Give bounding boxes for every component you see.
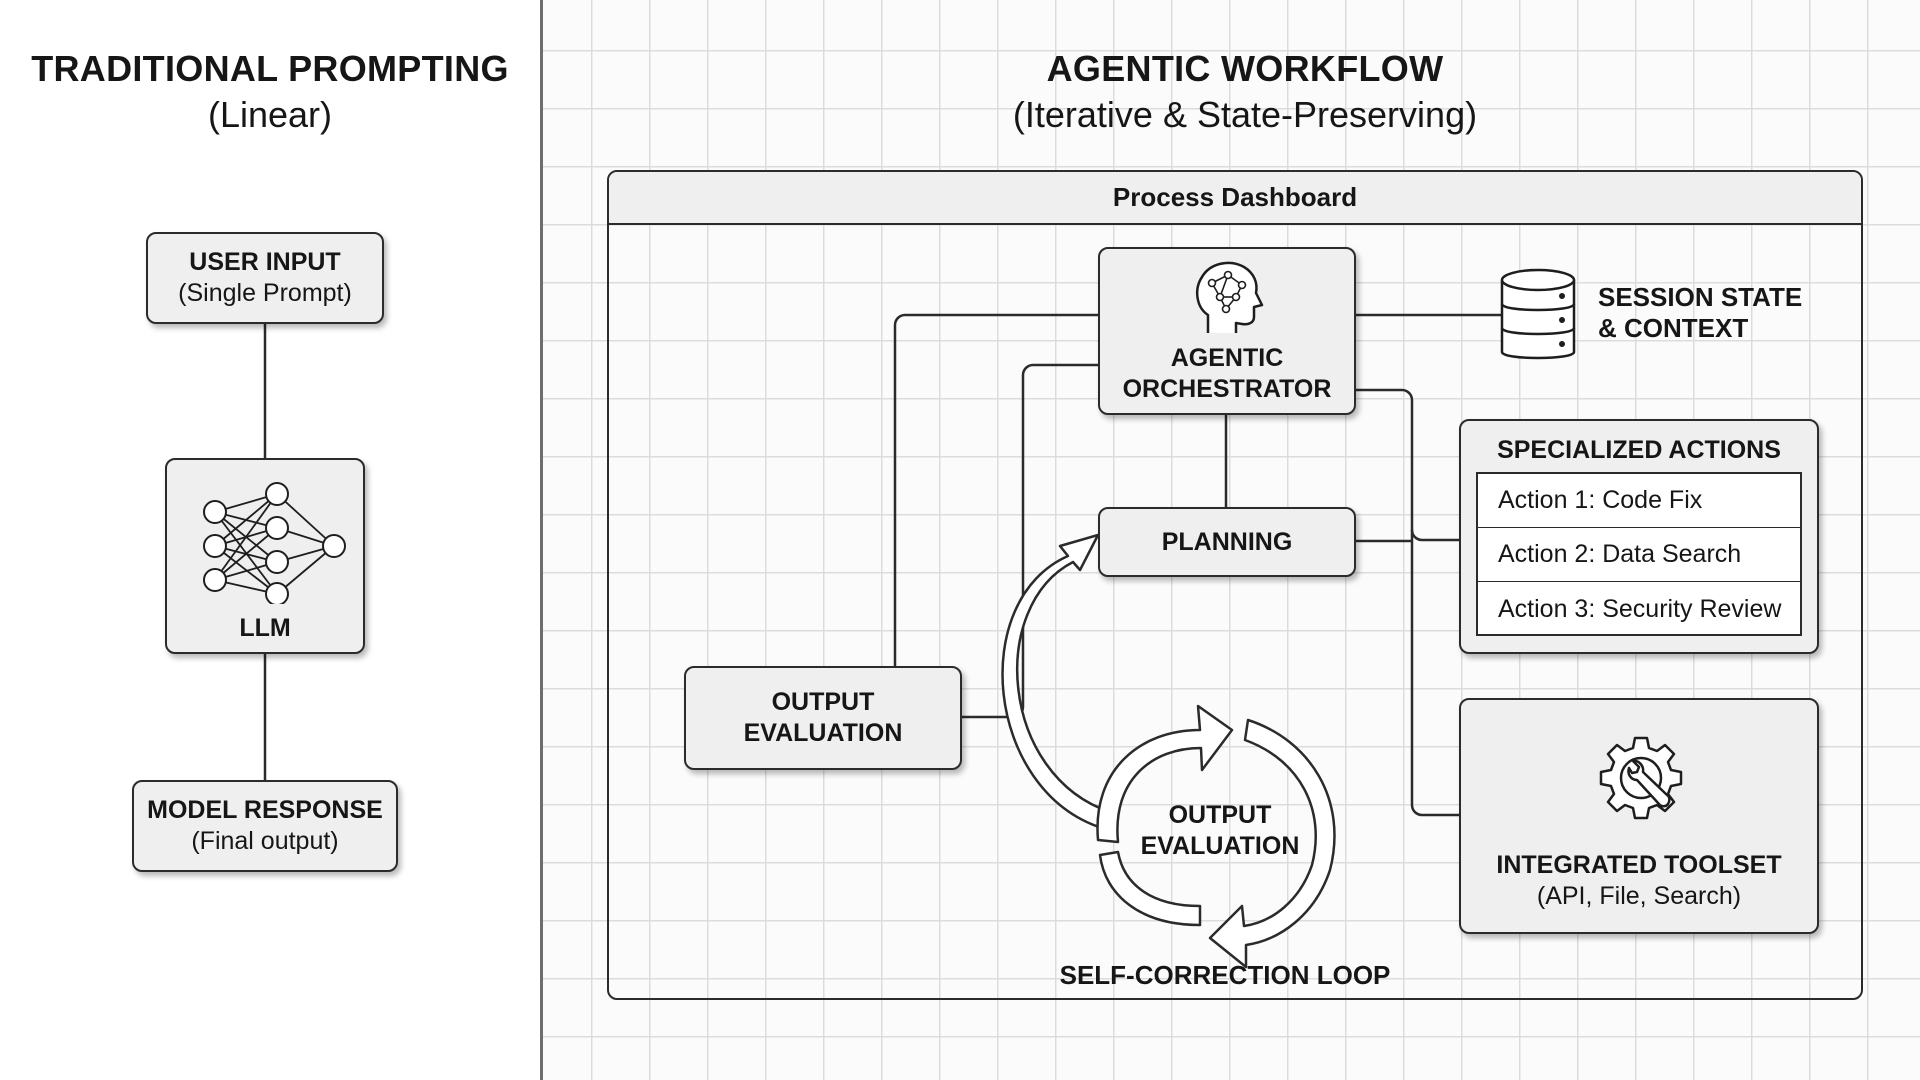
loop-arrow-upper <box>1096 704 1234 844</box>
llm-box: LLM <box>165 458 365 654</box>
traditional-title: TRADITIONAL PROMPTING <box>31 48 509 89</box>
llm-label: LLM <box>239 614 291 642</box>
user-input-title: USER INPUT <box>189 248 341 276</box>
panel-divider <box>540 0 543 1080</box>
traditional-subtitle: (Linear) <box>207 94 333 135</box>
dashboard-header: Process Dashboard <box>609 172 1861 225</box>
session-state-label: SESSION STATE & CONTEXT <box>1598 282 1802 344</box>
session-line2: & CONTEXT <box>1598 313 1749 343</box>
brain-head-icon <box>1195 261 1264 333</box>
orchestrator-line1: AGENTIC <box>1170 344 1284 372</box>
orchestrator-line2: ORCHESTRATOR <box>1122 375 1332 403</box>
gear-wrench-icon <box>1599 736 1683 820</box>
self-correction-caption: SELF-CORRECTION LOOP <box>1059 960 1391 990</box>
neural-network-icon <box>203 482 346 604</box>
connector-orchestrator-output <box>893 313 1100 668</box>
loop-center-label: OUTPUT EVALUATION <box>1120 800 1320 862</box>
toolset-title: INTEGRATED TOOLSET <box>1496 851 1782 879</box>
output-eval-line1: OUTPUT <box>771 688 875 716</box>
integrated-toolset-box: INTEGRATED TOOLSET (API, File, Search) <box>1459 698 1819 934</box>
specialized-actions-title: SPECIALIZED ACTIONS <box>1497 436 1781 464</box>
user-input-box: USER INPUT (Single Prompt) <box>146 232 384 324</box>
connector-orchestrator-actions <box>1410 529 1460 542</box>
connector-orchestrator-tools <box>1354 388 1460 817</box>
loop-line2: EVALUATION <box>1140 832 1300 860</box>
loop-arrow-lower <box>1098 850 1202 927</box>
action-item-data-search: Action 2: Data Search <box>1478 528 1800 582</box>
loop-line1: OUTPUT <box>1168 801 1272 829</box>
process-dashboard: Process Dashboard <box>607 170 1863 1000</box>
model-response-subtitle: (Final output) <box>191 827 339 855</box>
toolset-subtitle: (API, File, Search) <box>1536 882 1742 910</box>
self-correction-loop-arrows <box>1096 704 1336 969</box>
planning-box: PLANNING <box>1098 507 1356 577</box>
session-line1: SESSION STATE <box>1598 282 1803 312</box>
output-eval-line2: EVALUATION <box>743 719 903 747</box>
action-item-security-review: Action 3: Security Review <box>1498 594 1782 623</box>
actions-list: Action 1: Code Fix Action 2: Data Search… <box>1476 472 1802 636</box>
agentic-title: AGENTIC WORKFLOW <box>1046 48 1444 89</box>
user-input-subtitle: (Single Prompt) <box>178 279 352 307</box>
database-icon <box>1500 268 1576 360</box>
agentic-subtitle: (Iterative & State-Preserving) <box>1012 94 1478 135</box>
curved-arrow-to-planning <box>1001 533 1112 830</box>
output-evaluation-box: OUTPUT EVALUATION <box>684 666 962 770</box>
loop-arrow-right-down <box>1208 718 1336 969</box>
action-item-code-fix: Action 1: Code Fix <box>1478 474 1800 528</box>
model-response-title: MODEL RESPONSE <box>147 796 383 824</box>
planning-label: PLANNING <box>1161 527 1293 556</box>
agentic-orchestrator-box: AGENTIC ORCHESTRATOR <box>1098 247 1356 415</box>
model-response-box: MODEL RESPONSE (Final output) <box>132 780 398 872</box>
